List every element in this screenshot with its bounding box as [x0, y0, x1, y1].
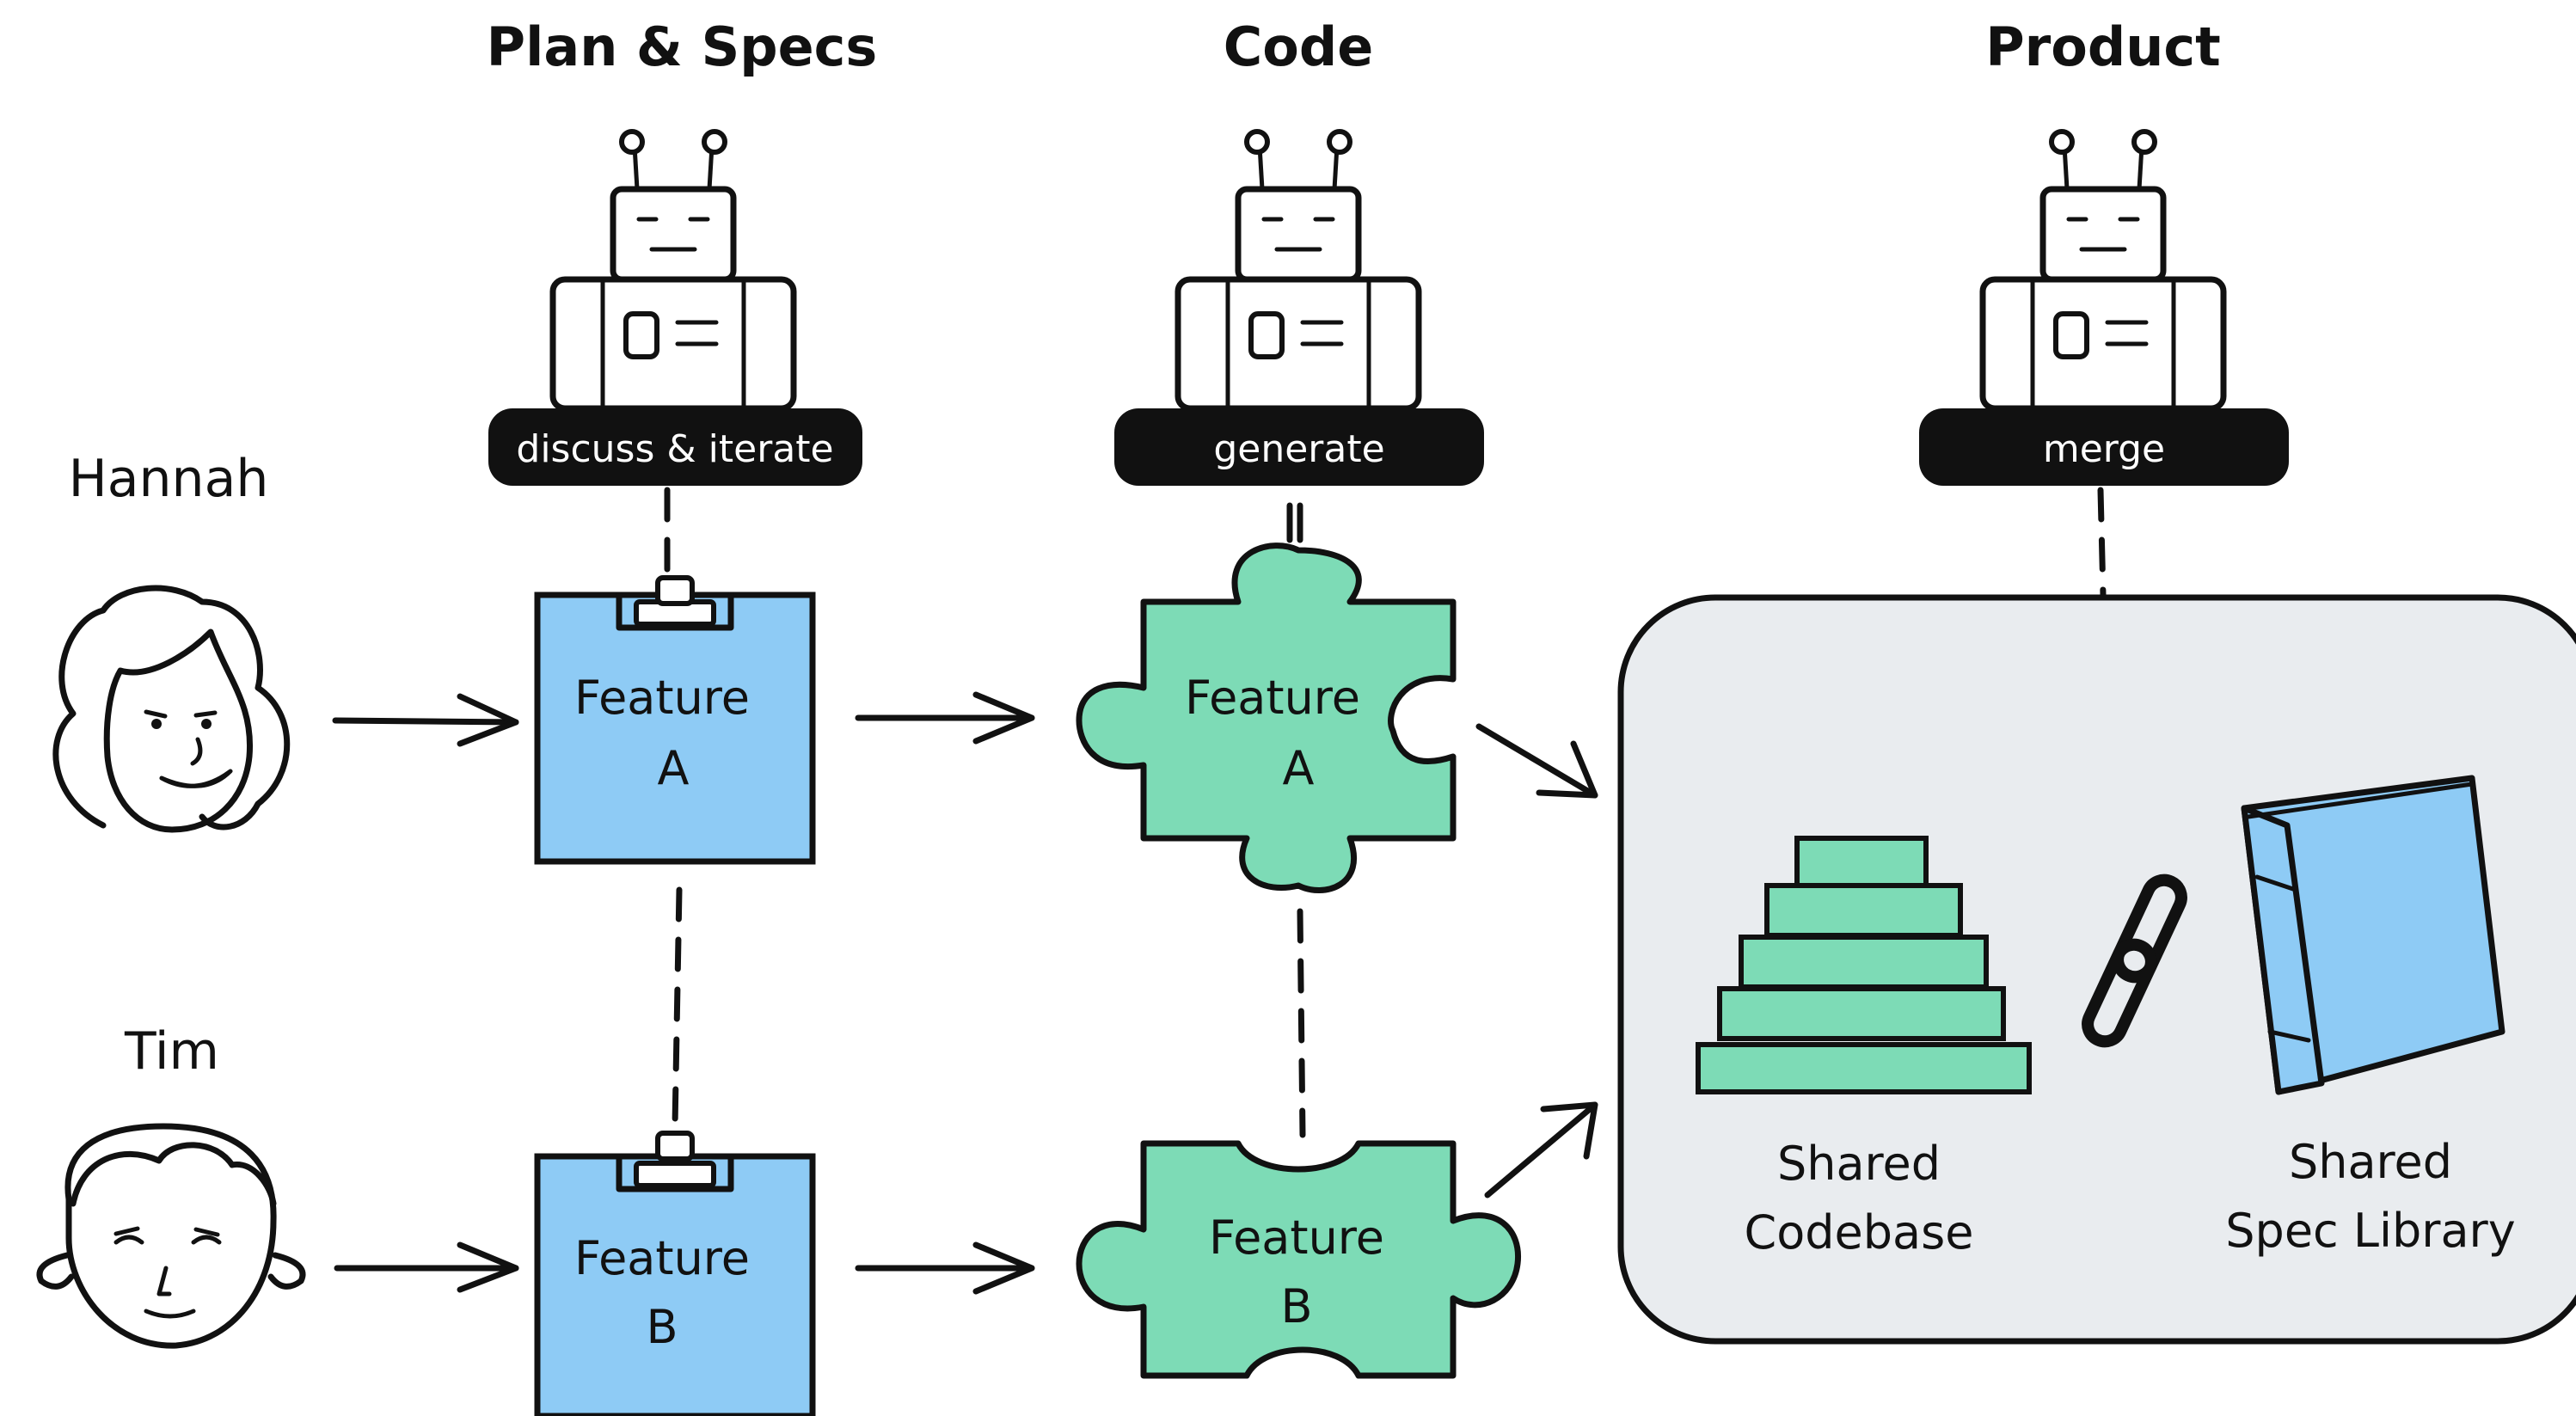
- code-puzzle-piece-b: Feature B: [1076, 1140, 1522, 1379]
- chain-link-icon: [2082, 874, 2187, 1048]
- hannah-avatar-icon: [52, 585, 291, 833]
- column-title-plan: Plan & Specs: [487, 15, 878, 78]
- robot-product-icon: [1983, 132, 2223, 408]
- person-name-hannah: Hannah: [69, 449, 269, 509]
- tim-avatar-icon: [36, 1123, 306, 1349]
- arrow-code-b-to-product: [1484, 1101, 1598, 1198]
- svg-text:A: A: [1283, 741, 1315, 795]
- code-link-dashed: [1297, 908, 1306, 1138]
- column-title-code: Code: [1224, 15, 1374, 78]
- spec-clipboard-b: Feature B: [534, 1131, 816, 1416]
- svg-text:A: A: [658, 741, 690, 795]
- svg-text:B: B: [1280, 1279, 1312, 1333]
- column-title-product: Product: [1985, 15, 2221, 78]
- spec-library-book-icon: [2241, 775, 2505, 1095]
- agent-action-code: generate: [1114, 408, 1484, 486]
- svg-text:Feature: Feature: [574, 671, 750, 725]
- arrow-spec-a-to-code-a: [855, 691, 1035, 745]
- shared-codebase-label-1: Shared: [1777, 1137, 1941, 1191]
- arrow-tim-to-spec-b: [334, 1241, 519, 1293]
- arrow-code-a-to-product: [1475, 723, 1598, 799]
- shared-codebase-icon: [1696, 836, 2032, 1094]
- robot-plan-icon: [553, 132, 794, 408]
- svg-text:discuss & iterate: discuss & iterate: [516, 427, 833, 471]
- svg-text:Feature: Feature: [574, 1231, 750, 1285]
- spec-clipboard-a: Feature A: [534, 575, 816, 865]
- arrow-hannah-to-spec-a: [332, 693, 519, 747]
- svg-text:B: B: [646, 1300, 678, 1354]
- robot-code-icon: [1178, 132, 1419, 408]
- product-panel: [1617, 594, 2576, 1345]
- code-agent-connector: [1286, 502, 1303, 543]
- product-agent-connector: [2097, 487, 2107, 598]
- person-name-tim: Tim: [124, 1021, 219, 1082]
- code-puzzle-piece-a: Feature A: [1076, 542, 1457, 893]
- svg-text:merge: merge: [2043, 427, 2165, 471]
- shared-codebase-label-2: Codebase: [1745, 1205, 1974, 1260]
- svg-text:Feature: Feature: [1209, 1211, 1384, 1265]
- agent-action-plan: discuss & iterate: [488, 408, 862, 486]
- shared-spec-library-label-2: Spec Library: [2225, 1204, 2515, 1258]
- spec-link-dashed: [672, 886, 683, 1130]
- svg-text:Feature: Feature: [1185, 671, 1360, 725]
- shared-spec-library-label-1: Shared: [2289, 1135, 2452, 1189]
- agent-action-product: merge: [1919, 408, 2289, 486]
- svg-text:generate: generate: [1213, 427, 1384, 471]
- arrow-spec-b-to-code-b: [855, 1241, 1035, 1295]
